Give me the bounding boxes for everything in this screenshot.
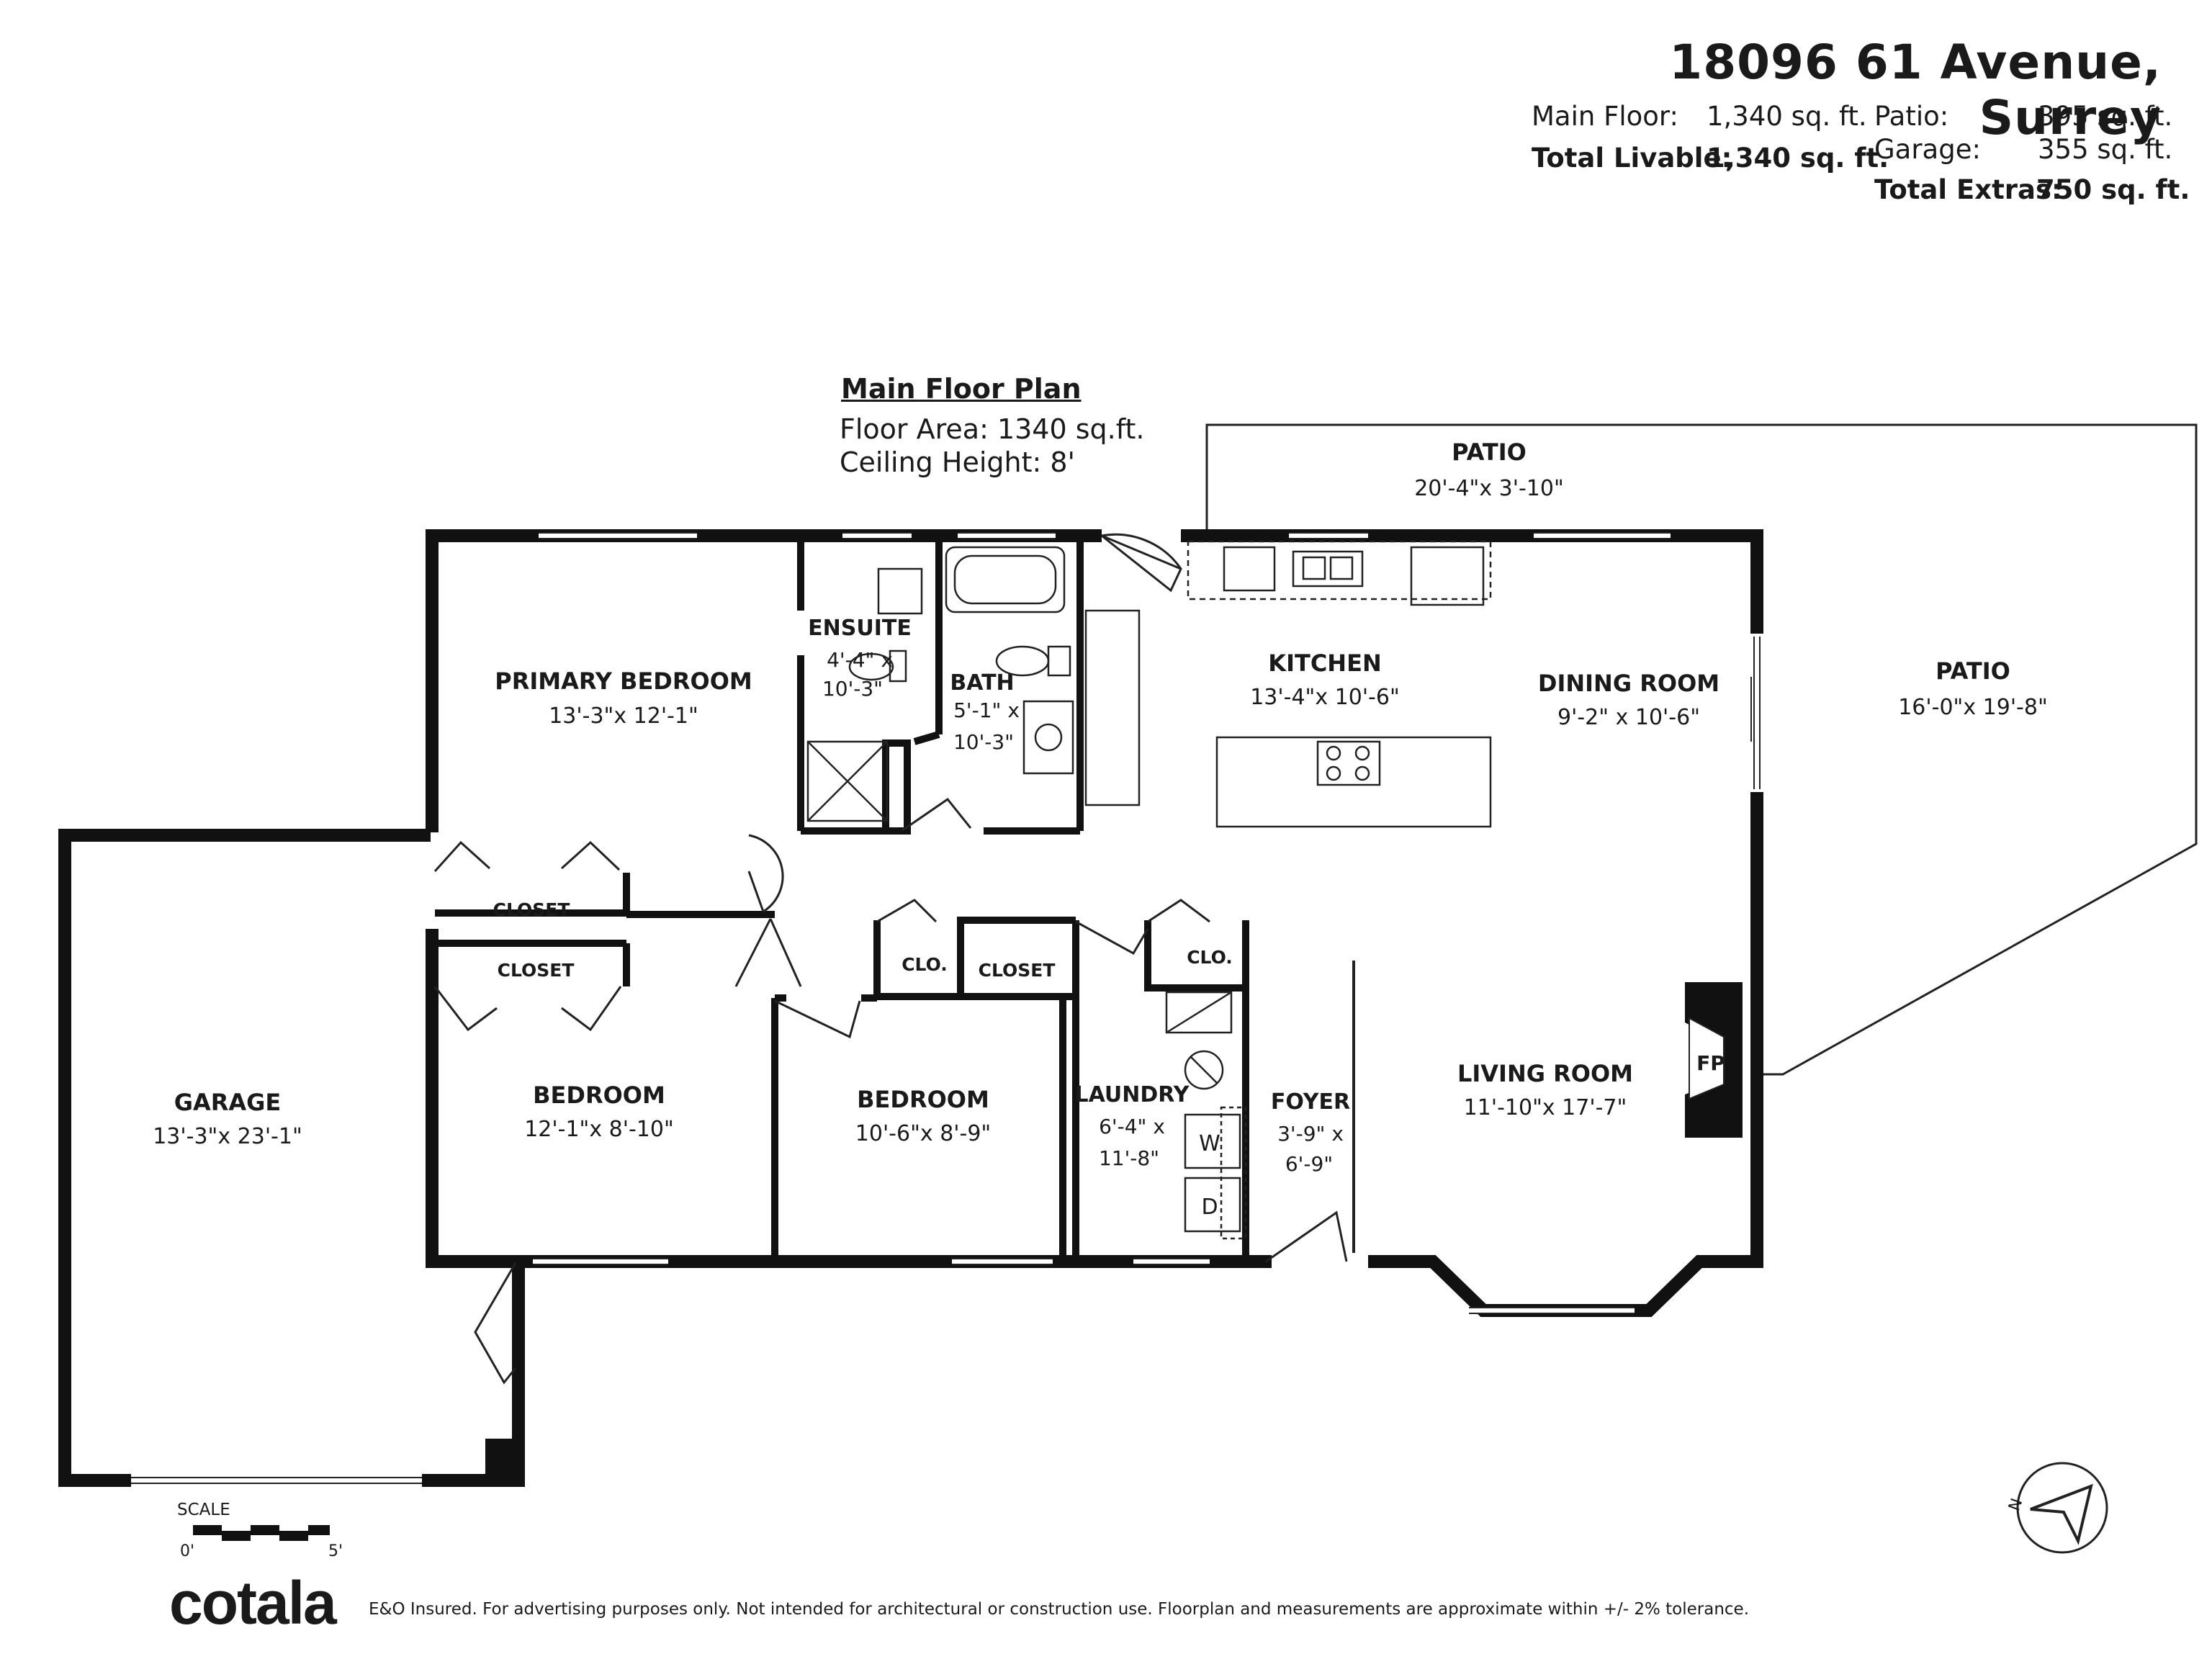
kitchen-dims: 13'-4"x 10'-6" (1250, 685, 1400, 710)
ceiling-height: Ceiling Height: 8' (840, 446, 1075, 478)
patio-top-label: PATIO (1452, 439, 1527, 466)
main-floor-value: 1,340 sq. ft. (1707, 101, 1867, 132)
clo-2-label: CLO. (1187, 947, 1233, 968)
patio-value: 395 sq. ft. (2038, 101, 2173, 132)
kitchen-label: KITCHEN (1268, 649, 1381, 677)
compass-letter: N (2005, 1496, 2026, 1514)
patio-outline (1205, 423, 2198, 1076)
total-extras-value: 750 sq. ft. (2036, 174, 2190, 205)
property-address: 18096 61 Avenue, Surrey (1669, 35, 2162, 145)
clo-1-label: CLO. (902, 954, 948, 975)
scale-bar (193, 1525, 330, 1541)
bath-dims-2: 10'-3" (953, 730, 1014, 754)
closet-3-label: CLOSET (979, 960, 1056, 981)
fireplace-label: FP (1696, 1051, 1725, 1075)
doors (433, 533, 1348, 1385)
living-room-label: LIVING ROOM (1457, 1060, 1633, 1087)
total-extras-label: Total Extras: (1874, 174, 2062, 205)
dining-room-dims: 9'-2" x 10'-6" (1557, 705, 1700, 730)
garage-value: 355 sq. ft. (2038, 134, 2173, 165)
window-frames (131, 532, 1761, 1484)
garage-dims: 13'-3"x 23'-1" (153, 1124, 302, 1149)
kitchen-island (1215, 736, 1492, 828)
foyer-dims-2: 6'-9" (1285, 1152, 1333, 1176)
main-floor-label: Main Floor: (1532, 101, 1678, 132)
patio-right-label: PATIO (1936, 657, 2010, 685)
bedroom-2-label: BEDROOM (857, 1086, 989, 1113)
garage-label: GARAGE (174, 1089, 282, 1116)
total-livable-label: Total Livable: (1532, 143, 1732, 174)
kitchen-fixtures (1084, 540, 1492, 828)
primary-bedroom-dims: 13'-3"x 12'-1" (549, 703, 698, 729)
ensuite-label: ENSUITE (808, 616, 912, 641)
cotala-logo: cotala (169, 1569, 337, 1637)
foyer-dims-1: 3'-9" x (1277, 1122, 1344, 1146)
laundry-dims-2: 11'-8" (1099, 1146, 1159, 1170)
bedroom-1-dims: 12'-1"x 8'-10" (524, 1117, 674, 1142)
floor-area: Floor Area: 1340 sq.ft. (840, 413, 1145, 445)
bedroom-1-label: BEDROOM (533, 1082, 665, 1109)
closet-1-label: CLOSET (493, 899, 570, 920)
bath-fixtures (806, 546, 1074, 822)
fireplace (1685, 982, 1743, 1138)
patio-top-dims: 20'-4"x 3'-10" (1414, 476, 1564, 501)
primary-bedroom-label: PRIMARY BEDROOM (495, 667, 752, 695)
bedroom-2-dims: 10'-6"x 8'-9" (855, 1121, 991, 1146)
bath-dims-1: 5'-1" x (953, 698, 1020, 722)
dryer-label: D (1201, 1195, 1218, 1220)
ensuite-dims-2: 10'-3" (822, 677, 883, 701)
laundry-fixtures (1165, 991, 1247, 1240)
windows (131, 533, 1671, 1483)
plan-title: Main Floor Plan (841, 373, 1082, 405)
total-livable-value: 1,340 sq. ft. (1707, 143, 1889, 174)
garage-column (485, 1439, 518, 1480)
foyer-label: FOYER (1271, 1089, 1350, 1115)
laundry-dims-1: 6'-4" x (1099, 1115, 1165, 1138)
ensuite-dims-1: 4'-4" x (827, 648, 893, 672)
scale-label: SCALE (177, 1501, 230, 1519)
garage-label: Garage: (1874, 134, 1981, 165)
dining-room-label: DINING ROOM (1538, 670, 1719, 697)
interior-walls (435, 541, 1249, 1262)
laundry-label: LAUNDRY (1075, 1082, 1190, 1107)
patio-label: Patio: (1874, 101, 1949, 132)
washer-label: W (1199, 1131, 1220, 1156)
north-arrow-icon: N (2005, 1462, 2108, 1554)
bath-label: BATH (950, 670, 1014, 696)
closet-2-label: CLOSET (498, 960, 575, 981)
scale-end: 5' (328, 1542, 343, 1560)
disclaimer: E&O Insured. For advertising purposes on… (369, 1600, 1750, 1619)
scale-start: 0' (180, 1542, 195, 1560)
exterior-walls (58, 529, 1763, 1487)
living-room-dims: 11'-10"x 17'-7" (1464, 1095, 1627, 1120)
patio-right-dims: 16'-0"x 19'-8" (1898, 695, 2048, 720)
